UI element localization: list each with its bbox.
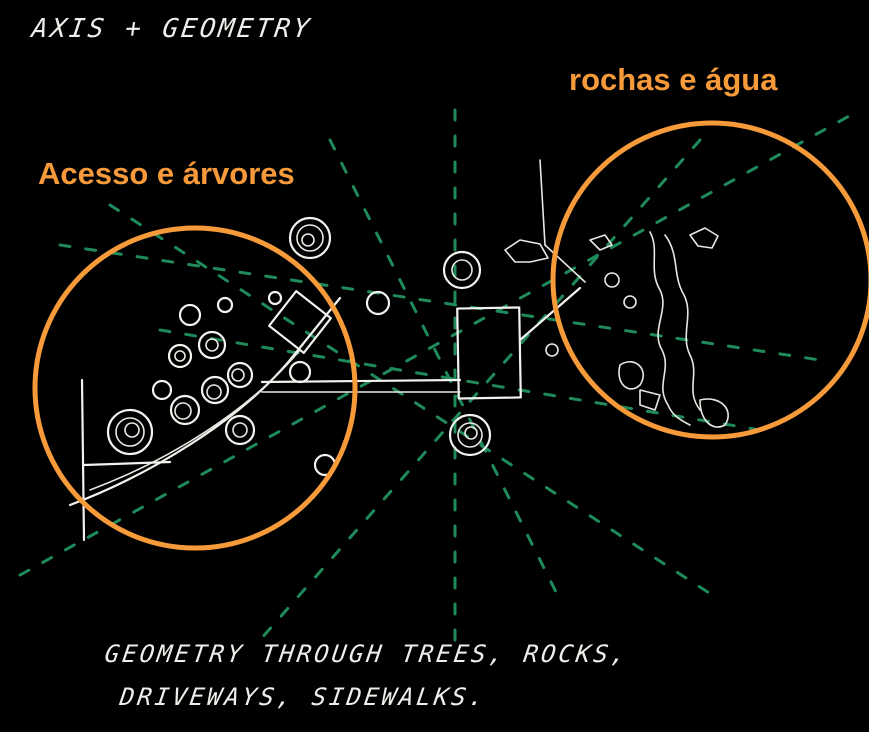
pavilion-square: [268, 290, 332, 354]
caption-line-1: GEOMETRY THROUGH TREES, ROCKS,: [103, 640, 631, 668]
access-trees-label: Acesso e árvores: [38, 156, 295, 191]
sketch-title: AXIS + GEOMETRY: [29, 14, 314, 44]
rock-water-outlines: [504, 227, 729, 428]
rocks-water-label: rochas e água: [569, 62, 778, 97]
rocks-water-highlight-circle: [550, 120, 869, 440]
building-block: [456, 306, 522, 400]
access-trees-highlight-circle: [32, 225, 358, 551]
caption-line-2: DRIVEWAYS, SIDEWALKS.: [118, 683, 489, 711]
tree-clusters: [106, 216, 637, 477]
driveway-lines: [68, 159, 586, 542]
axis-lines: [18, 108, 862, 642]
